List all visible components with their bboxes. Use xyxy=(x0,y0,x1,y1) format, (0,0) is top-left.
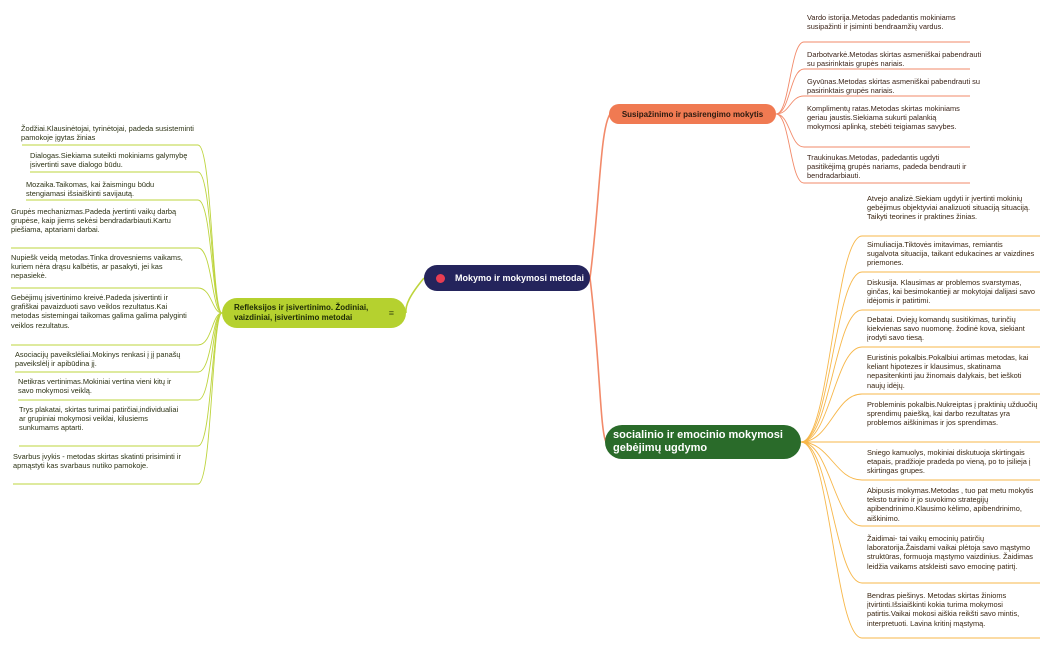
leaf-reflection-10[interactable]: Svarbus įvykis - metodas skirtas skatint… xyxy=(13,452,181,471)
leaf-reflection-5[interactable]: Nupiešk veidą metodas.Tinka drovesniems … xyxy=(11,253,183,281)
leaf-intro-5[interactable]: Traukinukas.Metodas, padedantis ugdyti p… xyxy=(807,153,967,181)
leaf-social-1[interactable]: Atvejo analizė.Siekiam ugdyti ir įvertin… xyxy=(867,194,1031,222)
link-intro-3 xyxy=(775,95,805,115)
leaf-social-9[interactable]: Žaidimai- tai vaikų emocinių patirčių la… xyxy=(867,534,1033,571)
link-reflection-10 xyxy=(197,312,223,485)
leaf-reflection-8[interactable]: Netikras vertinimas.Mokiniai vertina vie… xyxy=(18,377,172,396)
link-reflection-8 xyxy=(197,312,223,401)
leaf-reflection-3[interactable]: Mozaika.Taikomas, kai žaismingu būdu ste… xyxy=(26,180,155,199)
leaf-social-2[interactable]: Simuliacija.Tiktovės imitavimas, remiant… xyxy=(867,240,1035,268)
link-social-7 xyxy=(800,441,863,481)
leaf-reflection-2[interactable]: Dialogas.Siekiama suteikti mokiniams gal… xyxy=(30,151,188,170)
leaf-social-6[interactable]: Probleminis pokalbis.Nukreiptas į prakti… xyxy=(867,400,1038,428)
link-social-3 xyxy=(800,309,863,443)
leaf-reflection-6[interactable]: Gebėjimų įsivertinimo kreivė.Padeda įsiv… xyxy=(11,293,187,330)
link-social-2 xyxy=(800,271,863,443)
link-social-5 xyxy=(800,393,863,443)
branch-social[interactable]: socialinio ir emocinio mokymosi gebėjimų… xyxy=(605,425,801,459)
link-social-9 xyxy=(800,441,863,584)
link-social-4 xyxy=(800,346,863,443)
link-social-1 xyxy=(800,235,863,443)
branch-intro-label: Susipažinimo ir pasirengimo mokytis xyxy=(621,109,764,119)
leaf-social-4[interactable]: Debatai. Dviejų komandų susitikimas, tur… xyxy=(867,315,1025,343)
leaf-intro-3[interactable]: Gyvūnas.Metodas skirtas asmeniškai paben… xyxy=(807,77,980,96)
link-reflection-5 xyxy=(197,287,223,314)
link-central-reflection xyxy=(405,277,425,314)
leaf-intro-2[interactable]: Darbotvarkė.Metodas skirtas asmeniškai p… xyxy=(807,50,982,69)
leaf-reflection-9[interactable]: Trys plakatai, skirtas turimai patirčiai… xyxy=(19,405,179,433)
link-intro-2 xyxy=(775,68,805,115)
link-intro-1 xyxy=(775,41,805,115)
link-social-8 xyxy=(800,441,863,527)
branch-social-label: socialinio ir emocinio mokymosi gebėjimų… xyxy=(613,429,783,454)
note-icon[interactable]: ≡ xyxy=(388,308,394,318)
central-dot-icon xyxy=(436,273,445,283)
leaf-social-5[interactable]: Euristinis pokalbis.Pokalbiui artimas me… xyxy=(867,353,1029,390)
leaf-intro-1[interactable]: Vardo istorija.Metodas padedantis mokini… xyxy=(807,13,956,32)
leaf-reflection-4[interactable]: Grupės mechanizmas.Padeda įvertinti vaik… xyxy=(11,207,177,235)
link-reflection-4 xyxy=(197,247,223,314)
link-reflection-3 xyxy=(197,199,223,314)
leaf-intro-4[interactable]: Komplimentų ratas.Metodas skirtas mokini… xyxy=(807,104,960,132)
leaf-social-3[interactable]: Diskusija. Klausimas ar problemos svarst… xyxy=(867,278,1036,306)
link-reflection-2 xyxy=(197,171,223,314)
leaf-reflection-7[interactable]: Asociacijų paveikslėliai.Mokinys renkasi… xyxy=(15,350,181,369)
branch-intro[interactable]: Susipažinimo ir pasirengimo mokytis xyxy=(609,104,776,124)
link-central-social xyxy=(589,277,607,443)
central-topic-label: Mokymo ir mokymosi metodai xyxy=(455,273,585,283)
link-central-intro xyxy=(589,113,611,279)
link-intro-4 xyxy=(775,113,805,148)
leaf-reflection-1[interactable]: Žodžiai.Klausinėtojai, tyrinėtojai, pade… xyxy=(21,124,194,143)
branch-reflection-label: Refleksijos ir įsivertinimo. Žodiniai, v… xyxy=(234,303,369,322)
leaf-social-8[interactable]: Abipusis mokymas.Metodas , tuo pat metu … xyxy=(867,486,1034,523)
central-topic[interactable]: Mokymo ir mokymosi metodai xyxy=(424,265,590,291)
link-social-10 xyxy=(800,441,863,639)
leaf-social-7[interactable]: Sniego kamuolys, mokiniai diskutuoja ski… xyxy=(867,448,1031,476)
leaf-social-10[interactable]: Bendras piešinys. Metodas skirtas žiniom… xyxy=(867,591,1020,628)
branch-reflection[interactable]: Refleksijos ir įsivertinimo. Žodiniai, v… xyxy=(222,298,406,328)
link-intro-5 xyxy=(775,113,805,184)
